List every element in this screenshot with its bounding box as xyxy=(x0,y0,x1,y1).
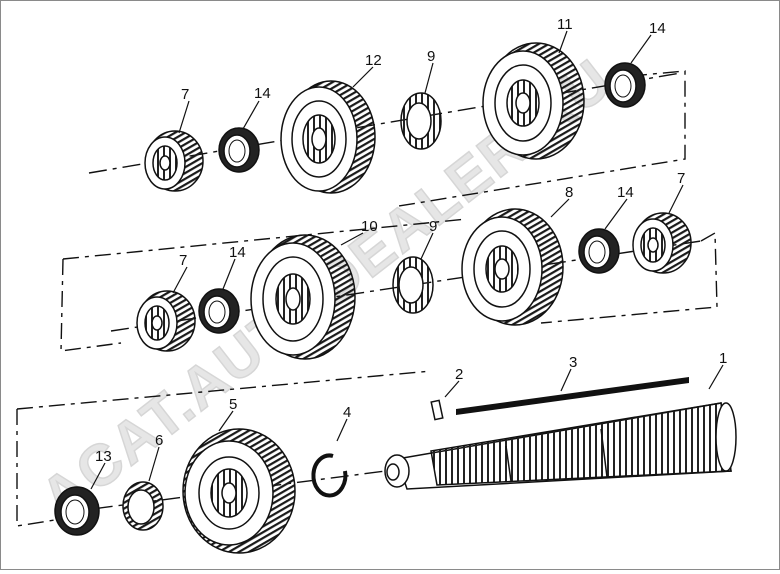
callout-14-middle-left: 14 xyxy=(229,244,246,261)
part-9-upper-ring xyxy=(400,92,442,150)
callout-4: 4 xyxy=(343,404,351,421)
upper-frame-line xyxy=(398,70,686,207)
part-7-middle-right-gear xyxy=(632,212,692,274)
callout-14-middle-right: 14 xyxy=(617,184,634,201)
part-6-small-gear xyxy=(122,481,164,531)
part-4-snap-ring xyxy=(311,453,348,498)
callout-7-middle-right: 7 xyxy=(677,170,685,187)
part-14-upper-right-ring xyxy=(604,62,646,108)
part-7-upper-gear xyxy=(144,130,204,192)
part-2-key xyxy=(430,399,444,421)
part-14-upper-left-ring xyxy=(218,127,260,173)
part-14-middle-right-ring xyxy=(578,228,620,274)
callout-10: 10 xyxy=(361,218,378,235)
middle-frame-left xyxy=(60,258,122,352)
callout-13: 13 xyxy=(95,448,112,465)
callout-14-upper-right: 14 xyxy=(649,20,666,37)
part-7-middle-left-gear xyxy=(136,290,196,352)
leader-lines xyxy=(90,30,724,490)
callout-11: 11 xyxy=(557,16,573,33)
callout-2: 2 xyxy=(455,366,463,383)
part-3-bar xyxy=(456,377,689,415)
part-14-middle-left-ring xyxy=(198,288,240,334)
part-9-middle-ring xyxy=(392,256,434,314)
lower-frame-left xyxy=(16,409,62,527)
part-13-ring xyxy=(54,486,100,536)
callout-7-upper: 7 xyxy=(181,86,189,103)
callout-7-middle-left: 7 xyxy=(179,252,187,269)
callout-9-upper: 9 xyxy=(427,48,435,65)
lower-frame-top xyxy=(16,370,432,410)
part-8-gear xyxy=(461,208,564,326)
middle-frame-right xyxy=(540,231,718,324)
part-10-gear xyxy=(250,234,356,360)
middle-frame-top xyxy=(62,218,468,260)
callout-8: 8 xyxy=(565,184,573,201)
callout-9-middle: 9 xyxy=(429,218,437,235)
part-11-gear xyxy=(482,42,585,160)
part-1-main-shaft xyxy=(384,402,737,490)
part-5-gear xyxy=(182,428,296,554)
callout-3: 3 xyxy=(569,354,577,371)
part-12-gear xyxy=(280,80,376,194)
callout-12: 12 xyxy=(365,52,382,69)
callout-14-upper-left: 14 xyxy=(254,85,271,102)
callout-6: 6 xyxy=(155,432,163,449)
callout-5: 5 xyxy=(229,396,237,413)
callout-1: 1 xyxy=(719,350,727,367)
